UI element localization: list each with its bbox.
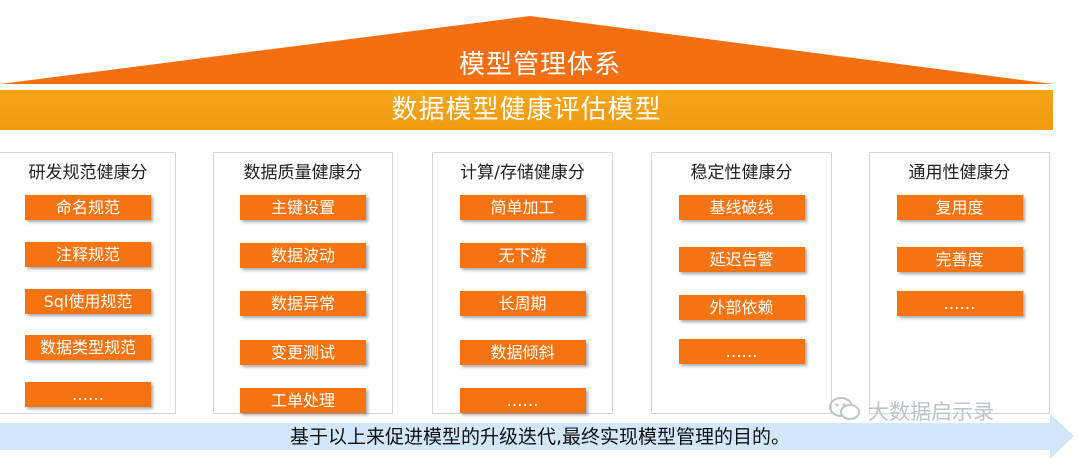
item-anomaly: 数据异常 bbox=[240, 291, 366, 316]
item-data-skew: 数据倾斜 bbox=[459, 340, 586, 365]
card-title: 稳定性健康分 bbox=[690, 163, 793, 183]
roof-shape bbox=[0, 0, 1080, 90]
item-datatype: 数据类型规范 bbox=[25, 335, 151, 360]
item-fluctuation: 数据波动 bbox=[240, 243, 366, 268]
item-no-downstream: 无下游 bbox=[459, 243, 586, 268]
item-completeness: 完善度 bbox=[896, 247, 1023, 272]
item-external-dependency: 外部依赖 bbox=[678, 295, 805, 320]
card-generality: 通用性健康分 复用度 完善度 …… bbox=[869, 152, 1050, 414]
item-delay-alert: 延迟告警 bbox=[678, 247, 805, 272]
item-more: …… bbox=[459, 388, 586, 413]
item-sql: Sql使用规范 bbox=[25, 289, 151, 314]
item-long-cycle: 长周期 bbox=[459, 291, 586, 316]
banner-title: 数据模型健康评估模型 bbox=[0, 90, 1053, 130]
item-more: …… bbox=[678, 339, 805, 364]
item-more: …… bbox=[25, 382, 151, 407]
card-data-quality: 数据质量健康分 主键设置 数据波动 数据异常 变更测试 工单处理 bbox=[213, 152, 393, 414]
card-compute-storage: 计算/存储健康分 简单加工 无下游 长周期 数据倾斜 …… bbox=[432, 152, 613, 414]
card-title: 数据质量健康分 bbox=[243, 163, 363, 183]
goal-text: 基于以上来促进模型的升级迭代,最终实现模型管理的目的。 bbox=[289, 426, 791, 448]
item-ticket: 工单处理 bbox=[240, 388, 366, 413]
wechat-icon bbox=[828, 396, 862, 427]
card-title: 研发规范健康分 bbox=[28, 163, 148, 183]
item-simple-process: 简单加工 bbox=[459, 195, 586, 220]
system-title: 模型管理体系 bbox=[458, 50, 621, 80]
watermark-text: 大数据启示录 bbox=[868, 400, 994, 424]
watermark: 大数据启示录 bbox=[828, 396, 994, 427]
card-stability: 稳定性健康分 基线破线 延迟告警 外部依赖 …… bbox=[651, 152, 832, 414]
card-title: 计算/存储健康分 bbox=[460, 163, 585, 183]
item-baseline: 基线破线 bbox=[678, 195, 805, 220]
item-comment: 注释规范 bbox=[25, 242, 151, 267]
item-naming: 命名规范 bbox=[25, 195, 151, 220]
card-dev-standard: 研发规范健康分 命名规范 注释规范 Sql使用规范 数据类型规范 …… bbox=[0, 152, 176, 414]
item-primary-key: 主键设置 bbox=[240, 195, 366, 220]
item-change-test: 变更测试 bbox=[240, 340, 366, 365]
progress-arrow bbox=[0, 414, 1080, 459]
item-more: …… bbox=[896, 291, 1023, 316]
card-title: 通用性健康分 bbox=[908, 163, 1011, 183]
item-reuse: 复用度 bbox=[896, 195, 1023, 220]
